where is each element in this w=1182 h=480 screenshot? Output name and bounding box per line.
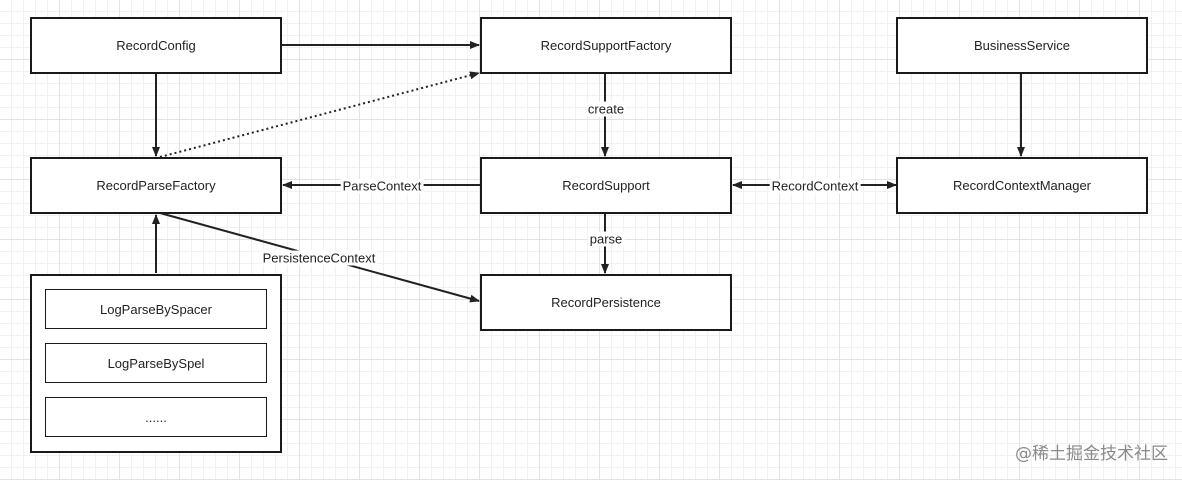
node-record-config[interactable]: RecordConfig (30, 17, 282, 74)
edge-label-parse: parse (587, 231, 625, 247)
node-record-persistence[interactable]: RecordPersistence (480, 274, 732, 331)
node-more[interactable]: ...... (45, 397, 267, 437)
node-label: RecordConfig (116, 38, 196, 53)
node-label: LogParseBySpacer (99, 301, 212, 317)
node-label: RecordPersistence (551, 295, 661, 310)
node-record-parse-factory[interactable]: RecordParseFactory (30, 157, 282, 214)
node-label: RecordParseFactory (96, 178, 216, 193)
node-record-context-manager[interactable]: RecordContextManager (896, 157, 1148, 214)
node-log-parse-by-spel[interactable]: LogParseBySpel (45, 343, 267, 383)
edge-label-create: create (585, 101, 627, 117)
node-record-support-factory[interactable]: RecordSupportFactory (480, 17, 732, 74)
node-record-support[interactable]: RecordSupport (480, 157, 732, 214)
node-label: RecordSupport (562, 178, 650, 193)
watermark: @稀土掘金技术社区 (1015, 444, 1168, 464)
node-label: RecordContextManager (952, 178, 1092, 193)
node-label: BusinessService (973, 38, 1071, 53)
node-log-parse-by-spacer[interactable]: LogParseBySpacer (45, 289, 267, 329)
node-label: LogParseBySpel (107, 355, 205, 371)
edge-label-parse-context: ParseContext (340, 178, 424, 194)
edge-parse-factory-to-support-factory-dotted (159, 71, 480, 158)
node-business-service[interactable]: BusinessService (896, 17, 1148, 74)
node-label: RecordSupportFactory (540, 38, 672, 53)
node-label: ...... (145, 409, 167, 425)
edge-label-record-context: RecordContext (769, 178, 861, 194)
edge-label-persistence-context: PersistenceContext (260, 250, 378, 266)
